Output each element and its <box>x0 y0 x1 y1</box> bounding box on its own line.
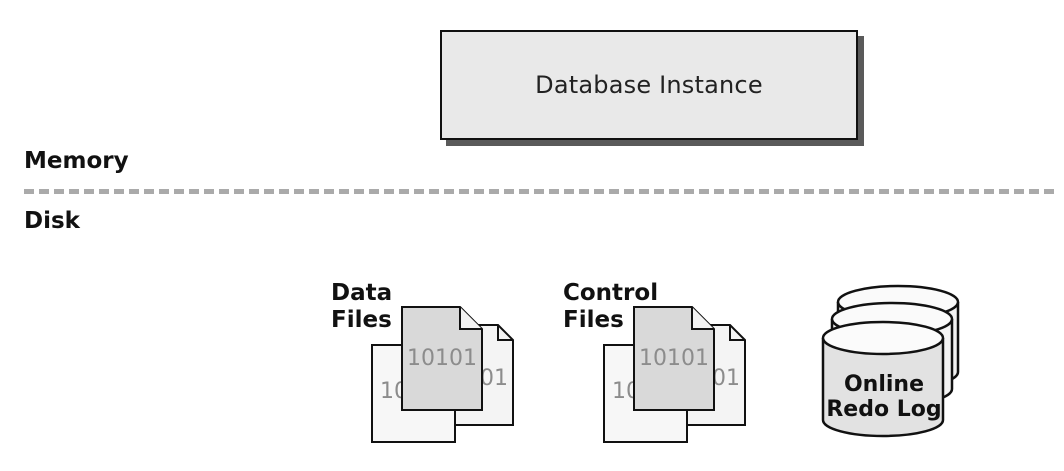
database-instance-box: Database Instance <box>440 30 858 140</box>
memory-disk-divider <box>24 189 1054 194</box>
data-file-front-bits: 10101 <box>407 346 477 371</box>
control-file-back-bits: 01 <box>712 366 740 391</box>
database-instance-label: Database Instance <box>535 71 763 99</box>
disk-label: Disk <box>24 208 80 234</box>
control-files-icon: 01 10 10101 <box>603 306 746 443</box>
data-file-back-bits: 01 <box>480 366 508 391</box>
data-files-icon: 01 10 10101 <box>371 306 514 443</box>
data-files-label: Data Files <box>331 280 393 333</box>
control-files-label: Control Files <box>563 280 659 333</box>
online-redo-log-icon: Online Redo Log <box>821 284 960 438</box>
redo-log-label-line2: Redo Log <box>826 397 941 422</box>
control-file-front-bits: 10101 <box>639 346 709 371</box>
control-file-sheet-front-icon <box>633 306 715 411</box>
memory-label: Memory <box>24 148 129 174</box>
redo-log-label-line1: Online <box>844 372 924 397</box>
data-file-sheet-front-icon <box>401 306 483 411</box>
